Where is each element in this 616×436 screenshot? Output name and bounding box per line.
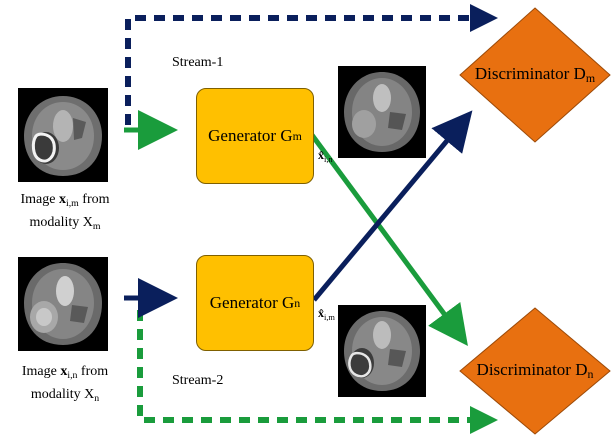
mri-input-m-image [18, 88, 108, 182]
mri-output-m-image [338, 66, 426, 158]
output-n-var: x̂ [318, 306, 324, 320]
caption-m-prefix: Image [20, 192, 59, 207]
caption-n-prefix: Image [21, 364, 61, 379]
discriminator-n-node: Discriminator Dn [458, 306, 612, 436]
generator-m-label: Generator G [208, 126, 293, 145]
caption-n-line2: modality X [30, 387, 95, 402]
generator-m-sub: m [292, 128, 302, 143]
caption-n-var: x [60, 364, 68, 379]
input-n-caption: Image xi,n from modality Xn [4, 362, 126, 408]
stream-2-dashed-path [137, 310, 470, 423]
discriminator-n-shape [459, 307, 611, 435]
output-m-label: x̂i,n [318, 148, 333, 164]
discriminator-m-sub: m [585, 71, 596, 85]
caption-n-suffix: from [77, 364, 109, 379]
stream-2-dashed-arrowhead [470, 406, 498, 434]
discriminator-m-node: Discriminator Dm [458, 6, 612, 144]
discriminator-m-shape [459, 7, 611, 143]
stream-2-label: Stream-2 [172, 373, 224, 388]
generator-n-label: Generator G [209, 293, 295, 312]
output-m-var-sub: i,n [324, 155, 333, 164]
generator-n-sub: n [294, 295, 301, 310]
caption-m-var-sub: i,m [65, 198, 79, 209]
mri-output-n-image [338, 305, 426, 397]
caption-n-line2-sub: n [94, 393, 100, 404]
caption-m-line2-sub: m [92, 221, 101, 232]
discriminator-m-text: Discriminator Dm [475, 64, 595, 86]
stream-1-label: Stream-1 [172, 55, 224, 70]
caption-m-suffix: from [78, 192, 110, 207]
caption-m-var: x [58, 192, 66, 207]
output-m-var: x̂ [318, 148, 324, 162]
caption-n-var-sub: i,n [67, 370, 78, 381]
discriminator-n-sub: n [587, 367, 594, 381]
generator-m-to-discriminator-n-arrow [309, 133, 468, 347]
discriminator-n-label: Discriminator D [476, 360, 588, 379]
stream-1-dashed-arrowhead [470, 4, 498, 32]
generator-n-to-discriminator-m-arrow [312, 110, 473, 302]
input-m-caption: Image xi,m from modality Xm [4, 190, 126, 236]
discriminator-n-text: Discriminator Dn [477, 360, 594, 382]
output-n-label: x̂i,m [318, 306, 335, 322]
output-n-var-sub: i,m [324, 313, 335, 322]
caption-m-line2: modality X [29, 215, 93, 230]
mri-input-n-image [18, 257, 108, 351]
discriminator-m-label: Discriminator D [474, 64, 586, 83]
